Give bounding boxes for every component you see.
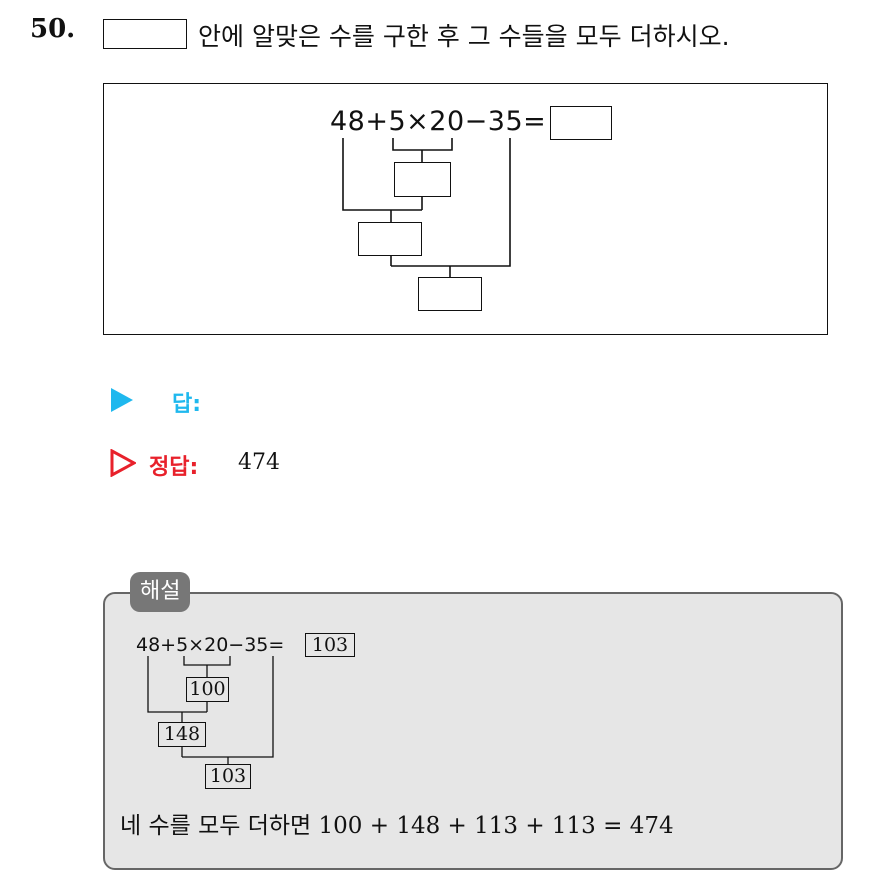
conclusion-math: 100 + 148 + 113 + 113 = 474 <box>318 813 674 839</box>
figure-step3-box <box>418 277 482 311</box>
answer-arrow-icon <box>111 388 133 412</box>
solution-step3-box: 103 <box>205 764 251 789</box>
figure-step2-box <box>358 222 422 256</box>
figure-step1-box <box>394 162 451 197</box>
question-text: 안에 알맞은 수를 구한 후 그 수들을 모두 더하시오. <box>198 22 730 51</box>
figure-answer-box <box>550 106 612 140</box>
question-number: 50. <box>30 14 76 44</box>
figure-expression: 48+5×20−35= <box>330 106 547 137</box>
solution-tag: 해설 <box>130 572 191 612</box>
solution-expression: 48+5×20−35= <box>136 634 285 656</box>
solution-final-box: 103 <box>305 633 355 657</box>
answer-label: 답: <box>172 392 202 417</box>
problem-figure <box>103 83 828 335</box>
correct-arrow-icon <box>110 449 136 477</box>
solution-box <box>103 592 843 870</box>
correct-answer-value: 474 <box>238 450 280 475</box>
solution-step1-box: 100 <box>186 677 229 702</box>
solution-step2-box: 148 <box>158 722 206 747</box>
correct-answer-label: 정답: <box>149 455 199 480</box>
solution-conclusion: 네 수를 모두 더하면 100 + 148 + 113 + 113 = 474 <box>120 806 674 840</box>
question-blank-box <box>103 19 187 49</box>
conclusion-text: 네 수를 모두 더하면 <box>120 813 312 839</box>
